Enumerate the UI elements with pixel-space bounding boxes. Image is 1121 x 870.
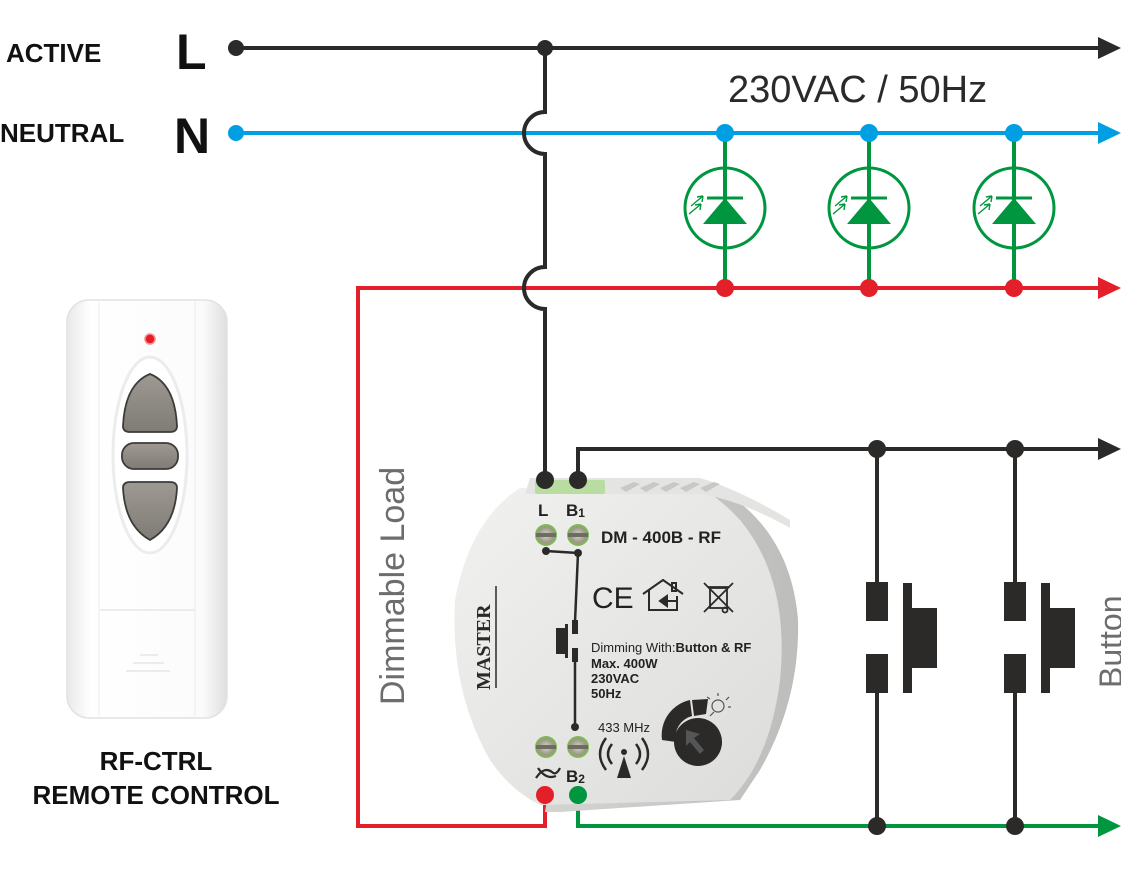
- neutral-line: [228, 122, 1121, 144]
- load-junction-dot: [860, 279, 878, 297]
- terminal-b1-label: B1: [566, 501, 585, 520]
- dimmer-device: L B1 DM - 400B - RF CE: [454, 471, 799, 812]
- terminal-load-dot: [536, 786, 554, 804]
- neutral-terminal-dot: [228, 125, 244, 141]
- remote-description-label: REMOTE CONTROL: [33, 780, 280, 810]
- terminal-l-label: L: [538, 501, 548, 520]
- neutral-symbol: N: [174, 108, 210, 164]
- button-supply-junction-dot: [868, 440, 886, 458]
- load-arrow-icon: [1098, 277, 1121, 299]
- push-button-icon: [866, 440, 937, 835]
- indoor-use-icon: [642, 578, 684, 611]
- push-button-icon: [1004, 440, 1075, 835]
- neutral-junction-dot: [860, 124, 878, 142]
- device-vents: [620, 482, 720, 492]
- voltage-spec: 230VAC: [591, 671, 640, 686]
- neutral-arrow-icon: [1098, 122, 1121, 144]
- active-terminal-dot: [228, 40, 244, 56]
- led-lamp-icon: [827, 124, 911, 297]
- dimmer-knob-icon: [661, 699, 722, 766]
- load-junction-dot: [716, 279, 734, 297]
- neutral-label: NEUTRAL: [0, 118, 124, 148]
- terminal-b2-label: B2: [566, 767, 585, 786]
- terminal-l-dot: [536, 471, 554, 489]
- active-label: ACTIVE: [6, 38, 101, 68]
- button-supply-junction-dot: [1006, 440, 1024, 458]
- screw-b2: [567, 736, 589, 758]
- bulb-icon: [706, 693, 731, 717]
- neutral-junction-dot: [1005, 124, 1023, 142]
- dimming-spec: Dimming With:Button & RF: [591, 640, 751, 655]
- remote-model-label: RF-CTRL: [100, 746, 213, 776]
- push-buttons: [866, 440, 1075, 835]
- active-drop-wire: [522, 48, 547, 480]
- ce-mark-icon: CE: [592, 582, 634, 615]
- remote-up-button[interactable]: [122, 373, 178, 433]
- dimmable-load-label: Dimmable Load: [374, 467, 412, 705]
- button-supply-line: [576, 438, 1121, 480]
- brand-logo: MASTER: [473, 604, 495, 690]
- terminal-b1-dot: [569, 471, 587, 489]
- button-return-junction-dot: [1006, 817, 1024, 835]
- led-lamp-icon: [972, 124, 1056, 297]
- load-line: [356, 277, 1121, 828]
- weee-bin-icon: [703, 582, 734, 614]
- led-lamp-icon: [683, 124, 767, 297]
- max-power-spec: Max. 400W: [591, 656, 658, 671]
- terminal-b2-dot: [569, 786, 587, 804]
- active-arrow-icon: [1098, 37, 1121, 59]
- active-line: [228, 37, 1121, 59]
- supply-rating: 230VAC / 50Hz: [728, 69, 987, 111]
- internal-switch-schematic: [545, 549, 580, 726]
- remote-battery-grip: [126, 654, 170, 672]
- button-return-junction-dot: [868, 817, 886, 835]
- button-label: Button: [1093, 595, 1121, 688]
- rf-remote-control: [66, 299, 228, 719]
- device-model: DM - 400B - RF: [601, 528, 721, 547]
- neutral-junction-dot: [716, 124, 734, 142]
- remote-stop-button[interactable]: [121, 442, 179, 470]
- active-symbol: L: [176, 24, 207, 80]
- led-lamps: [683, 124, 1056, 297]
- remote-down-button[interactable]: [122, 481, 178, 542]
- dimmer-output-icon: [535, 767, 561, 779]
- remote-led-icon: [144, 333, 156, 345]
- screw-b1: [567, 524, 589, 546]
- screw-l: [535, 524, 557, 546]
- screw-load: [535, 736, 557, 758]
- load-junction-dot: [1005, 279, 1023, 297]
- button-supply-arrow-icon: [1098, 438, 1121, 460]
- rf-frequency-label: 433 MHz: [598, 720, 650, 735]
- wireless-antenna-icon: [598, 737, 650, 771]
- button-return-arrow-icon: [1098, 815, 1121, 837]
- frequency-spec: 50Hz: [591, 686, 622, 701]
